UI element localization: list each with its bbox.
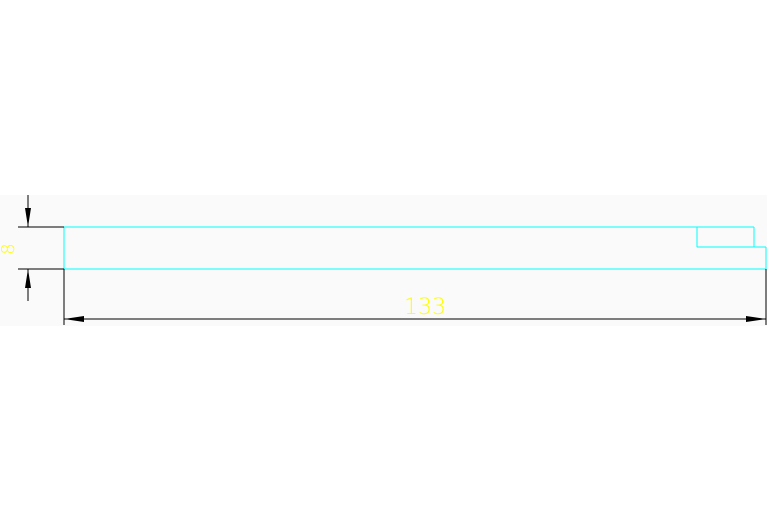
- thickness-label: 8: [0, 243, 19, 254]
- drawing-band: [0, 195, 767, 326]
- length-arrow-right: [746, 316, 766, 322]
- thickness-arrow-up: [25, 269, 31, 288]
- length-label: 133: [404, 295, 446, 320]
- length-dimension: [63, 269, 767, 325]
- thickness-arrow-down: [25, 208, 31, 227]
- thickness-dimension: [18, 195, 64, 301]
- length-arrow-left: [64, 316, 84, 322]
- part-outline: [63, 226, 767, 270]
